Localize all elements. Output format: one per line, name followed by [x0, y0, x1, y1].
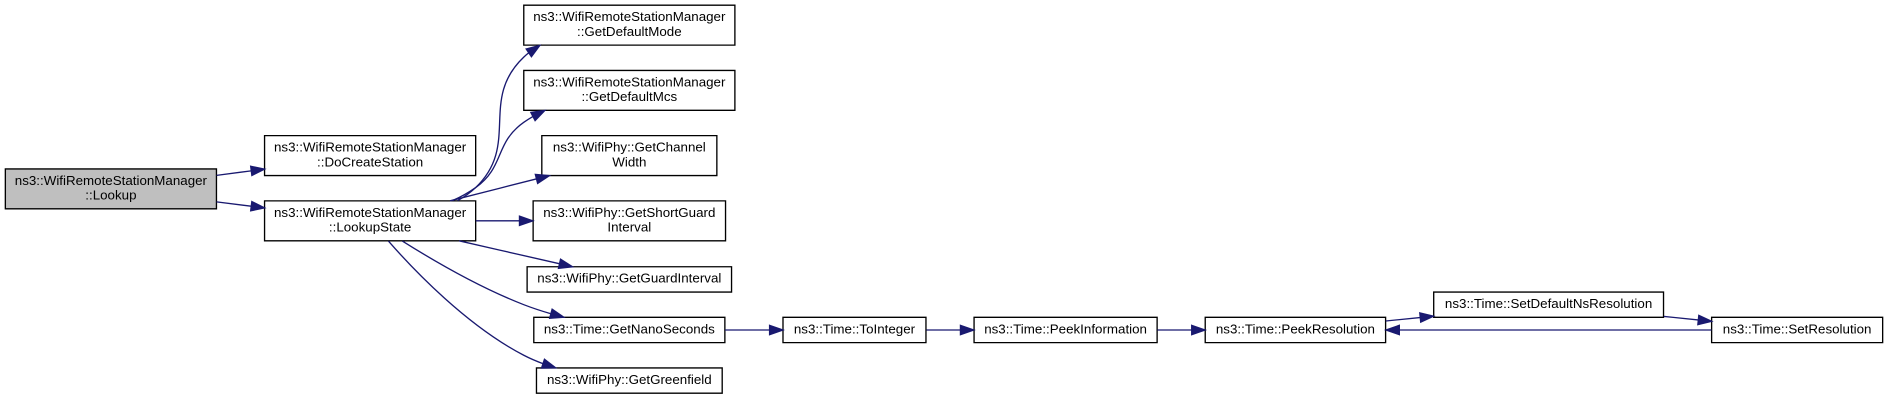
- svg-text:ns3::Time::PeekResolution: ns3::Time::PeekResolution: [1216, 321, 1375, 336]
- svg-text:::GetDefaultMcs: ::GetDefaultMcs: [581, 89, 677, 104]
- svg-text:ns3::Time::ToInteger: ns3::Time::ToInteger: [794, 321, 916, 336]
- svg-text:::Lookup: ::Lookup: [85, 188, 136, 203]
- svg-text:ns3::WifiPhy::GetChannel: ns3::WifiPhy::GetChannel: [553, 140, 706, 155]
- svg-text:::GetDefaultMode: ::GetDefaultMode: [577, 24, 682, 39]
- svg-text:ns3::WifiRemoteStationManager: ns3::WifiRemoteStationManager: [15, 173, 208, 188]
- svg-text:ns3::WifiPhy::GetGreenfield: ns3::WifiPhy::GetGreenfield: [547, 372, 712, 387]
- svg-text:Width: Width: [612, 154, 646, 169]
- svg-text:ns3::WifiRemoteStationManager: ns3::WifiRemoteStationManager: [533, 9, 726, 24]
- svg-text:ns3::WifiPhy::GetShortGuard: ns3::WifiPhy::GetShortGuard: [543, 205, 715, 220]
- svg-text:ns3::Time::SetResolution: ns3::Time::SetResolution: [1723, 321, 1872, 336]
- svg-text:Interval: Interval: [607, 220, 651, 235]
- svg-text:ns3::Time::PeekInformation: ns3::Time::PeekInformation: [984, 321, 1147, 336]
- svg-text:ns3::Time::GetNanoSeconds: ns3::Time::GetNanoSeconds: [544, 321, 715, 336]
- svg-text:ns3::WifiRemoteStationManager: ns3::WifiRemoteStationManager: [533, 74, 726, 89]
- svg-text:ns3::WifiPhy::GetGuardInterval: ns3::WifiPhy::GetGuardInterval: [537, 271, 721, 286]
- svg-text:::DoCreateStation: ::DoCreateStation: [317, 154, 423, 169]
- svg-text:ns3::WifiRemoteStationManager: ns3::WifiRemoteStationManager: [274, 140, 467, 155]
- svg-text:ns3::Time::SetDefaultNsResolut: ns3::Time::SetDefaultNsResolution: [1445, 296, 1652, 311]
- svg-text:::LookupState: ::LookupState: [329, 220, 411, 235]
- svg-text:ns3::WifiRemoteStationManager: ns3::WifiRemoteStationManager: [274, 205, 467, 220]
